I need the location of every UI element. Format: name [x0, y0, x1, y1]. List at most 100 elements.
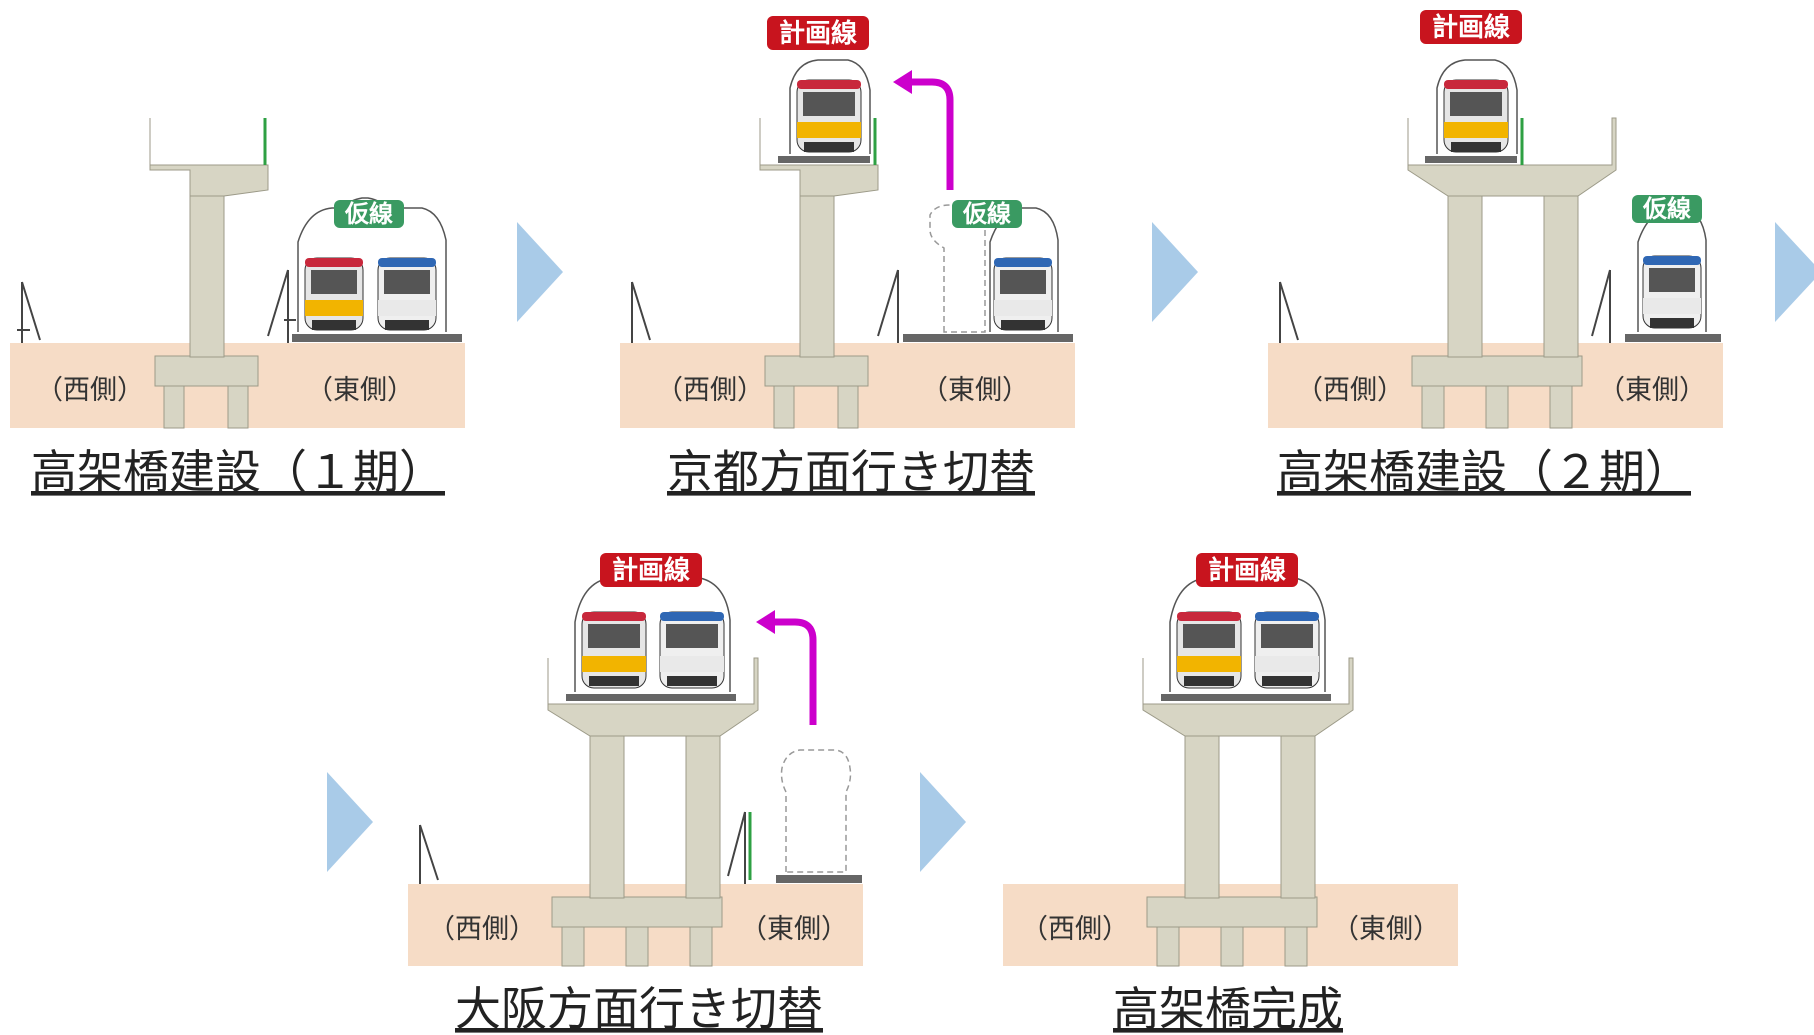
train-icon: [377, 257, 437, 331]
pile: [1421, 384, 1445, 429]
right-chevron-icon: [1152, 222, 1198, 322]
track: [292, 334, 462, 342]
stage-1: 仮線 （西側） （東側） 高架橋建設（１期）: [10, 118, 465, 499]
train-icon: [796, 79, 862, 153]
east-label: （東側）: [1332, 914, 1440, 945]
train-icon: [1443, 79, 1509, 153]
catenary-pole: [17, 281, 41, 343]
clearance-outline: [789, 59, 871, 154]
column: [1280, 732, 1316, 899]
plan-line-label: 計画線: [779, 18, 857, 49]
track: [776, 875, 862, 883]
right-chevron-icon: [920, 772, 966, 872]
stage-3: 計画線 仮線 （西側） （東側） 高架橋建設（２期）: [1268, 10, 1723, 499]
girder: [149, 118, 269, 197]
pile: [1485, 384, 1509, 429]
west-label: （西側）: [36, 375, 144, 406]
train-icon: [304, 257, 364, 331]
right-chevron-icon: [327, 772, 373, 872]
column: [1184, 732, 1220, 899]
plan-line-badge: [1420, 10, 1522, 44]
footing: [764, 355, 869, 387]
temp-line-badge: [1632, 195, 1702, 223]
west-label: （西側）: [656, 375, 764, 406]
move-arrow-icon: [908, 78, 954, 190]
west-label: （西側）: [428, 914, 536, 945]
train-icon: [1254, 611, 1320, 689]
caption-stage-2: 京都方面行き切替: [667, 445, 1035, 499]
pile: [561, 925, 585, 967]
temp-line-label: 仮線: [344, 200, 393, 228]
column: [685, 732, 721, 899]
right-chevron-icon: [517, 222, 563, 322]
catenary-pole: [631, 281, 651, 343]
track: [903, 334, 1073, 342]
catenary-pole: [1279, 281, 1299, 343]
column: [1543, 191, 1579, 358]
pile: [227, 384, 249, 429]
train-icon: [581, 611, 647, 689]
move-arrow-head: [893, 70, 912, 94]
train-icon: [1642, 255, 1702, 329]
pile: [625, 925, 649, 967]
pile: [163, 384, 185, 429]
train-icon: [1176, 611, 1242, 689]
plan-line-badge: [600, 553, 702, 587]
clearance-outline: [1436, 59, 1518, 154]
stage-2: 計画線 仮線 （西側） （東側） 京都方面行き切替: [620, 16, 1075, 499]
track: [778, 156, 870, 163]
pile: [1220, 925, 1244, 967]
pile: [837, 384, 859, 429]
footing: [1146, 896, 1318, 928]
footing: [154, 355, 259, 387]
plan-line-label: 計画線: [1432, 12, 1510, 43]
temp-line-label: 仮線: [1642, 195, 1691, 223]
plan-line-label: 計画線: [612, 555, 690, 586]
caption-stage-5: 高架橋完成: [1113, 982, 1343, 1035]
footing: [551, 896, 723, 928]
pile: [1156, 925, 1180, 967]
track: [1161, 694, 1331, 701]
east-label: （東側）: [921, 375, 1029, 406]
pile: [773, 384, 795, 429]
girder: [1407, 117, 1617, 197]
catenary-pole: [419, 824, 439, 884]
pile: [1549, 384, 1573, 429]
east-label: （東側）: [740, 914, 848, 945]
train-icon: [659, 611, 725, 689]
east-label: （東側）: [1598, 375, 1706, 406]
clearance-outline: [989, 207, 1059, 332]
caption-stage-3: 高架橋建設（２期）: [1277, 445, 1691, 499]
girder: [759, 118, 879, 197]
column: [189, 191, 225, 358]
ghost-train-icon: [780, 749, 852, 873]
column: [799, 191, 835, 358]
track: [1625, 334, 1721, 342]
column: [589, 732, 625, 899]
plan-line-label: 計画線: [1208, 555, 1286, 586]
catenary-pole: [727, 811, 746, 884]
temp-line-badge: [334, 200, 404, 228]
footing: [1411, 355, 1583, 387]
temp-line-label: 仮線: [962, 200, 1011, 228]
plan-line-badge: [1196, 553, 1298, 587]
catenary-pole: [877, 269, 899, 343]
clearance-outline: [297, 197, 447, 332]
move-arrow-icon: [772, 618, 817, 725]
track: [1425, 156, 1517, 163]
caption-stage-4: 大阪方面行き切替: [455, 982, 823, 1035]
stage-5: 計画線 （西側） （東側） 高架橋完成: [1003, 553, 1458, 1035]
girder: [547, 657, 759, 737]
caption-stage-1: 高架橋建設（１期）: [31, 445, 445, 499]
catenary-pole: [267, 269, 296, 343]
column: [1447, 191, 1483, 358]
plan-line-badge: [767, 16, 869, 50]
east-label: （東側）: [306, 375, 414, 406]
train-icon: [993, 257, 1053, 331]
pile: [689, 925, 713, 967]
pile: [1284, 925, 1308, 967]
stage-4: 計画線 （西側） （東側） 大阪方面行き切替: [408, 553, 863, 1035]
west-label: （西側）: [1021, 914, 1129, 945]
right-chevron-icon: [1775, 222, 1814, 322]
